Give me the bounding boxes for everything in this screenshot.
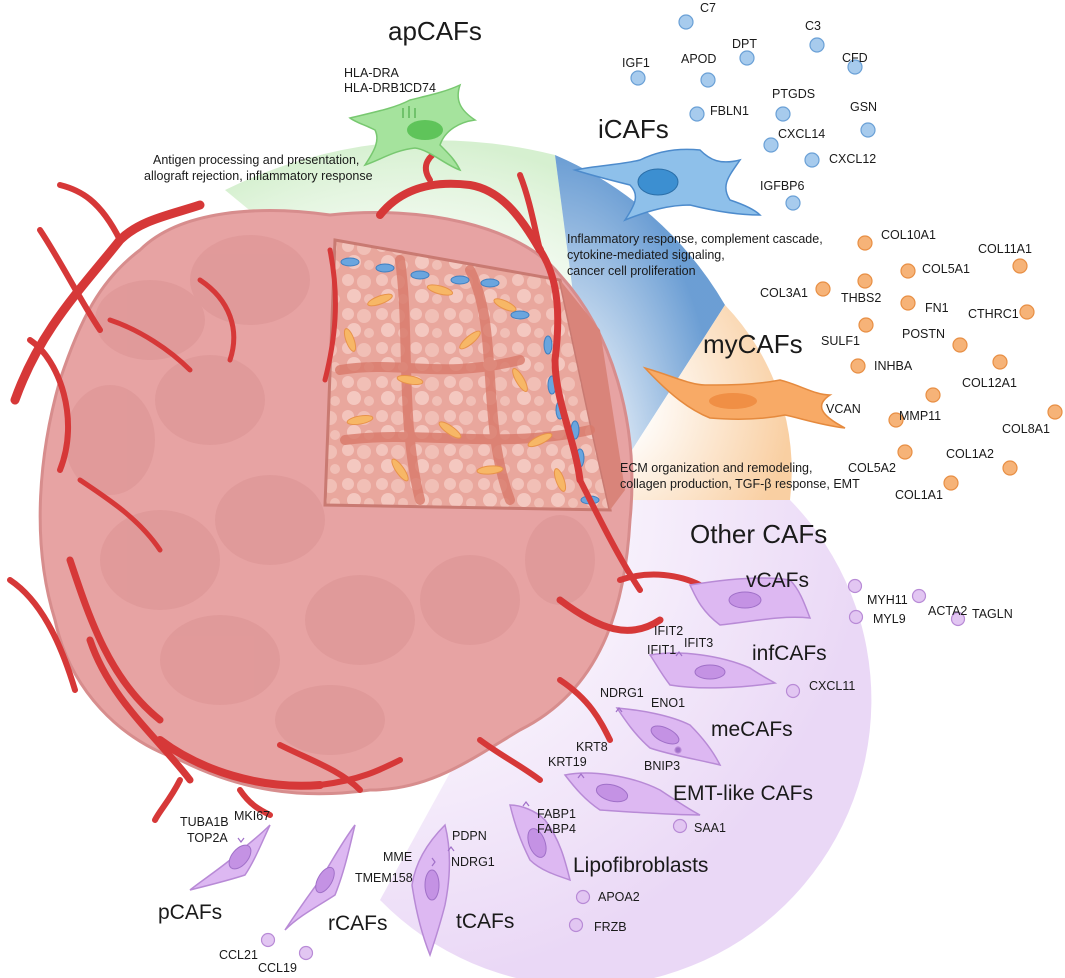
gene-label: COL1A1 bbox=[895, 488, 943, 502]
mycaf-genes: COL10A1 COL11A1 COL5A1 COL3A1 THBS2 FN1 … bbox=[760, 228, 1063, 502]
mycaf-cell bbox=[642, 366, 846, 429]
gene-label: CXCL11 bbox=[809, 679, 855, 693]
gene-label: KRT8 bbox=[576, 740, 608, 754]
gene-label: CXCL12 bbox=[829, 152, 876, 166]
gene-label: COL3A1 bbox=[760, 286, 808, 300]
gene-label: NDRG1 bbox=[600, 686, 644, 700]
gene-label: TUBA1B bbox=[180, 815, 229, 829]
pcafs-title: pCAFs bbox=[158, 901, 222, 924]
gene-label: COL10A1 bbox=[881, 228, 936, 242]
descriptions: Antigen processing and presentation, all… bbox=[144, 153, 860, 491]
infcafs-title: infCAFs bbox=[752, 642, 827, 665]
gene-label: C3 bbox=[805, 19, 821, 33]
tumor-cutaway bbox=[323, 238, 625, 512]
gene-label: TMEM158 bbox=[355, 871, 413, 885]
gene-label: C7 bbox=[700, 1, 716, 15]
gene-label: BNIP3 bbox=[644, 759, 680, 773]
gene-label: COL11A1 bbox=[978, 242, 1032, 256]
gene-label: DPT bbox=[732, 37, 757, 51]
other-caf-nuclei bbox=[228, 591, 762, 901]
gene-label: MYH11 bbox=[867, 593, 908, 607]
gene-label: IFIT1 bbox=[647, 643, 676, 657]
gene-label: FABP4 bbox=[537, 822, 576, 836]
rcafs-title: rCAFs bbox=[328, 912, 388, 935]
gene-label: CTHRC1 bbox=[968, 307, 1019, 321]
gene-label: COL8A1 bbox=[1002, 422, 1050, 436]
gene-label: POSTN bbox=[902, 327, 945, 341]
titles: apCAFs iCAFs myCAFs Other CAFs vCAFs inf… bbox=[158, 16, 827, 935]
gene-label: ACTA2 bbox=[928, 604, 967, 618]
icaf-desc-3: cancer cell proliferation bbox=[567, 264, 696, 278]
gene-label: IFIT2 bbox=[654, 624, 683, 638]
gene-label: FN1 bbox=[925, 301, 949, 315]
gene-label: PDPN bbox=[452, 829, 487, 843]
gene-label: APOD bbox=[681, 52, 716, 66]
gene-label: IFIT3 bbox=[684, 636, 713, 650]
mecafs-title: meCAFs bbox=[711, 718, 793, 741]
gene-label: GSN bbox=[850, 100, 877, 114]
gene-label: NDRG1 bbox=[451, 855, 495, 869]
gene-label: CFD bbox=[842, 51, 868, 65]
gene-label: MKI67 bbox=[234, 809, 270, 823]
mycaf-desc-2: collagen production, TGF-β response, EMT bbox=[620, 477, 860, 491]
gene-label: APOA2 bbox=[598, 890, 640, 904]
gene-label: CCL21 bbox=[219, 948, 258, 962]
gene-label: IGFBP6 bbox=[760, 179, 805, 193]
icaf-genes: C7 C3 IGF1 APOD DPT CFD FBLN1 PTGDS GSN … bbox=[622, 1, 877, 211]
gene-label: INHBA bbox=[874, 359, 913, 373]
gene-label: FABP1 bbox=[537, 807, 576, 821]
gene-label: COL1A2 bbox=[946, 447, 994, 461]
apcaf-desc-1: Antigen processing and presentation, bbox=[153, 153, 359, 167]
gene-label: COL5A2 bbox=[848, 461, 896, 475]
gene-label: MMP11 bbox=[899, 409, 941, 423]
gene-label: HLA-DRA bbox=[344, 66, 400, 80]
tcafs-title: tCAFs bbox=[456, 910, 514, 933]
gene-label: FRZB bbox=[594, 920, 627, 934]
blood-vessels bbox=[7, 147, 703, 823]
gene-label: HLA-DRB1 bbox=[344, 81, 406, 95]
other-cafs-title: Other CAFs bbox=[690, 519, 827, 549]
emtcafs-title: EMT-like CAFs bbox=[673, 782, 813, 805]
gene-label: COL5A1 bbox=[922, 262, 970, 276]
gene-label: MYL9 bbox=[873, 612, 906, 626]
icaf-cell bbox=[572, 148, 762, 222]
gene-label: CXCL14 bbox=[778, 127, 825, 141]
apcafs-title: apCAFs bbox=[388, 16, 482, 46]
gene-label: FBLN1 bbox=[710, 104, 749, 118]
gene-label: SULF1 bbox=[821, 334, 860, 348]
gene-label: MME bbox=[383, 850, 412, 864]
gene-label: VCAN bbox=[826, 402, 861, 416]
apcaf-cell bbox=[348, 83, 478, 172]
gene-label: COL12A1 bbox=[962, 376, 1017, 390]
icaf-desc-1: Inflammatory response, complement cascad… bbox=[567, 232, 823, 246]
gene-label: CCL19 bbox=[258, 961, 297, 975]
icaf-desc-2: cytokine-mediated signaling, bbox=[567, 248, 725, 262]
mycaf-desc-1: ECM organization and remodeling, bbox=[620, 461, 812, 475]
gene-label: PTGDS bbox=[772, 87, 815, 101]
gene-label: SAA1 bbox=[694, 821, 726, 835]
other-caf-genes: MYH11 ACTA2 MYL9 TAGLN IFIT2 IFIT1 IFIT3… bbox=[180, 578, 1013, 975]
gene-label: ENO1 bbox=[651, 696, 685, 710]
tumor bbox=[38, 209, 634, 796]
apcaf-desc-2: allograft rejection, inflammatory respon… bbox=[144, 169, 373, 183]
gene-label: TAGLN bbox=[972, 607, 1013, 621]
mycafs-title: myCAFs bbox=[703, 329, 803, 359]
lipofibroblasts-title: Lipofibroblasts bbox=[573, 854, 708, 877]
vcafs-title: vCAFs bbox=[746, 569, 809, 592]
gene-label: KRT19 bbox=[548, 755, 587, 769]
icafs-title: iCAFs bbox=[598, 114, 669, 144]
apcaf-genes: HLA-DRA HLA-DRB1 CD74 bbox=[344, 66, 436, 95]
gene-label: CD74 bbox=[404, 81, 436, 95]
gene-label: TOP2A bbox=[187, 831, 228, 845]
gene-label: IGF1 bbox=[622, 56, 650, 70]
gene-label: THBS2 bbox=[841, 291, 881, 305]
